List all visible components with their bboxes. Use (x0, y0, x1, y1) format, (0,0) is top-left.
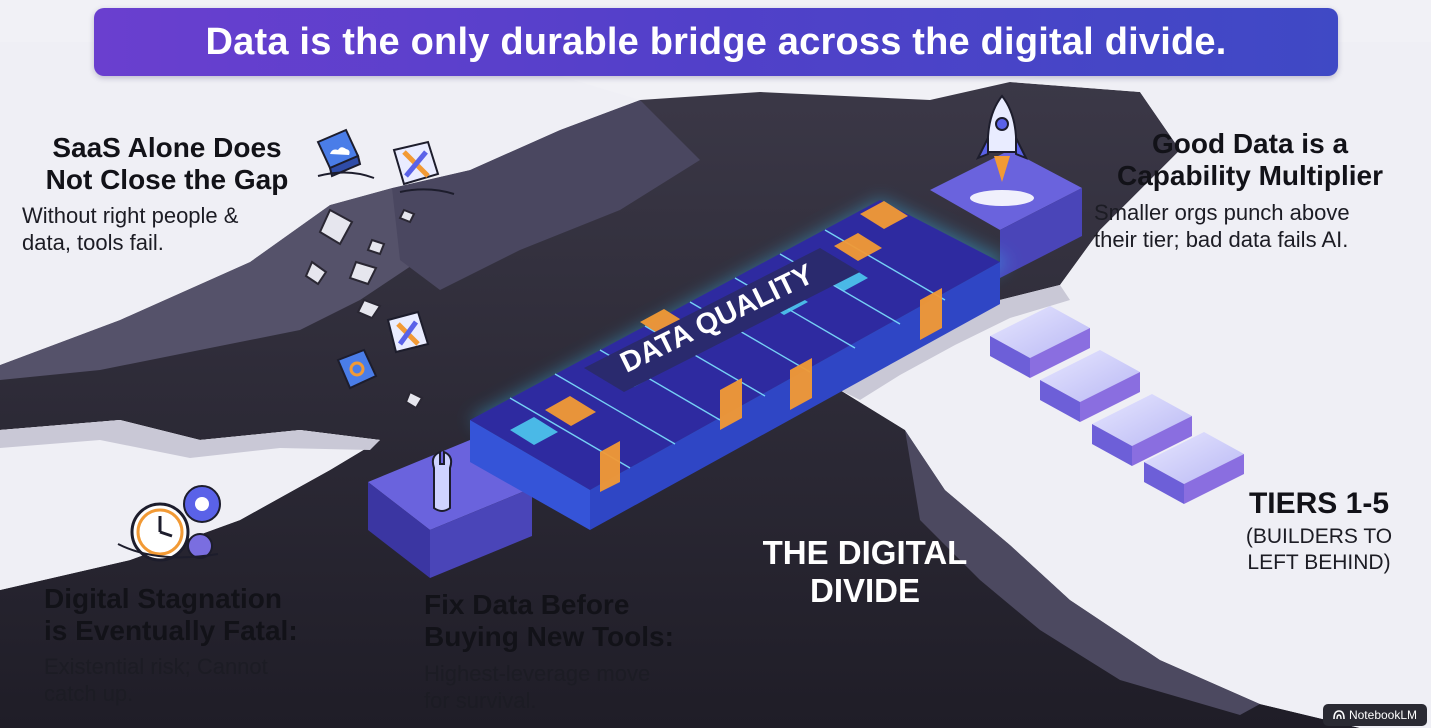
good-data-heading: Good Data is a Capability Multiplier (1116, 128, 1384, 191)
wrench-screwdriver-icon (386, 310, 430, 354)
data-quality-bridge (470, 200, 1000, 530)
tiers-subtitle: (BUILDERS TO LEFT BEHIND) (1245, 524, 1393, 574)
crumbling-debris (304, 208, 424, 410)
bridge-label-plate (584, 248, 860, 392)
saas-body: Without right people & data, tools fail. (22, 203, 239, 256)
rocket-icon (970, 94, 1034, 206)
page-title: Data is the only durable bridge across t… (205, 20, 1227, 63)
clock-gears-icon (117, 485, 221, 562)
tier-steps (990, 306, 1244, 504)
watermark-text: NotebookLM (1348, 708, 1418, 722)
fix-data-body: Highest-leverage move for survival. (424, 661, 651, 714)
stagnation-section: Digital Stagnation is Eventually Fatal: … (44, 583, 364, 708)
fix-data-heading: Fix Data Before Buying New Tools: (424, 589, 674, 652)
wrench-icon (431, 450, 453, 512)
digital-divide-label: THE DIGITAL DIVIDE (762, 534, 968, 610)
fix-data-section: Fix Data Before Buying New Tools: Highes… (424, 589, 744, 715)
saas-section: SaaS Alone Does Not Close the Gap Withou… (22, 132, 322, 257)
notebooklm-watermark: NotebookLM (1323, 704, 1427, 726)
gear-box-icon (336, 348, 378, 390)
notebooklm-logo-icon (1333, 710, 1345, 720)
good-data-section: Good Data is a Capability Multiplier Sma… (1094, 128, 1424, 254)
stagnation-body: Existential risk; Cannot catch up. (44, 654, 268, 707)
title-banner: Data is the only durable bridge across t… (94, 8, 1338, 76)
good-data-body: Smaller orgs punch above their tier; bad… (1094, 200, 1350, 253)
tiers-heading: TIERS 1-5 (1248, 487, 1390, 520)
stagnation-heading: Digital Stagnation is Eventually Fatal: (44, 583, 298, 646)
tiers-section: TIERS 1-5 (BUILDERS TO LEFT BEHIND) (1224, 487, 1414, 576)
bridge-right-pillar (930, 150, 1082, 278)
wrench-screwdriver-icon (392, 140, 455, 195)
saas-heading: SaaS Alone Does Not Close the Gap (45, 132, 289, 195)
cloud-box-icon (316, 128, 375, 179)
